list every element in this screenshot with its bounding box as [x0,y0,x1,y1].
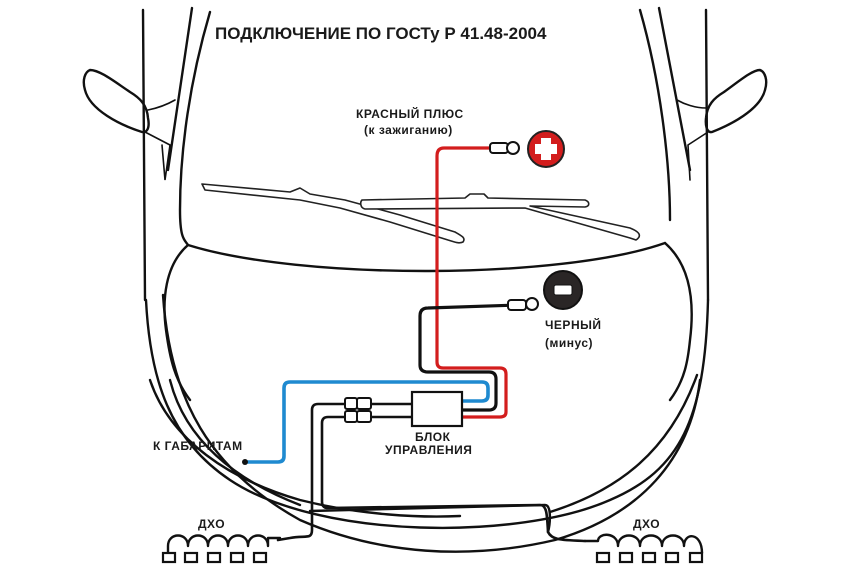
drl-left-led-2 [183,551,199,564]
right-mirror-base [687,131,709,181]
right-pillar-outer [638,8,672,222]
left-mirror-arm [147,99,176,111]
minus-terminal [507,270,583,311]
bumper-outer [144,298,710,530]
left-pillar-inner [166,6,194,172]
drl-right-led-4 [664,551,680,564]
drl-right-led-3 [641,551,657,564]
drl-wire-right [320,415,587,543]
bumper-inner-right [548,373,699,514]
left-door-edge [141,8,147,302]
drl-left [161,534,282,564]
blue-wire [243,380,490,464]
plus-ring [506,141,520,155]
drl-right-led-2 [618,551,634,564]
drl-left-led-3 [206,551,222,564]
drl-right-led-1 [595,551,611,564]
label-control-unit-1: БЛОК [415,430,451,444]
car-outline [82,6,768,553]
cowl-line [186,241,667,273]
label-red-plus-sub: (к зажиганию) [364,123,453,137]
fog-line-left [168,378,302,507]
connector-1b [356,397,372,410]
minus-sign [553,284,573,296]
label-black-sub: (минус) [545,336,593,350]
label-black: ЧЕРНЫЙ [545,317,601,332]
drl-right-led-5 [688,551,704,564]
label-drl-left: ДХО [198,517,225,531]
drl-wire-left [276,402,347,542]
label-red-plus: КРАСНЫЙ ПЛЮС [356,106,464,121]
blue-wire-end [242,459,248,465]
bumper-lower [161,293,702,553]
red-wire [435,146,508,419]
label-control-unit-2: УПРАВЛЕНИЯ [385,443,472,457]
drl-left-loops [166,534,282,555]
drl-left-led-5 [252,551,268,564]
left-mirror-base [144,131,171,181]
wipers [201,183,641,244]
drl-right-loops [583,533,704,555]
control-unit-box [410,390,464,428]
wires [242,146,587,543]
left-pillar-outer [178,10,212,247]
right-mirror [704,68,768,134]
black-wire [418,303,520,412]
left-wiper [201,183,465,244]
connector-2b [356,410,372,423]
bumper-inner-left [148,378,462,518]
connector-2a [344,410,358,423]
plus-lug [489,142,509,154]
label-to-parking-lights: К ГАБАРИТАМ [153,439,243,453]
connector-1a [344,397,358,410]
right-wiper [359,193,641,241]
left-mirror [82,68,150,134]
drl-left-led-4 [229,551,245,564]
right-door-edge [704,8,710,302]
right-pillar-inner [657,6,692,172]
diagram-title: ПОДКЛЮЧЕНИЕ ПО ГОСТу Р 41.48-2004 [215,24,547,43]
connectors [344,397,372,423]
minus-ring [525,297,539,311]
plus-sign-h [535,144,557,154]
hood-right [663,241,693,402]
drl-left-led-1 [161,551,177,564]
label-drl-right: ДХО [633,517,660,531]
right-mirror-arm [676,99,707,109]
drl-right [583,533,704,564]
plus-terminal [489,130,565,168]
minus-lug [507,299,527,311]
